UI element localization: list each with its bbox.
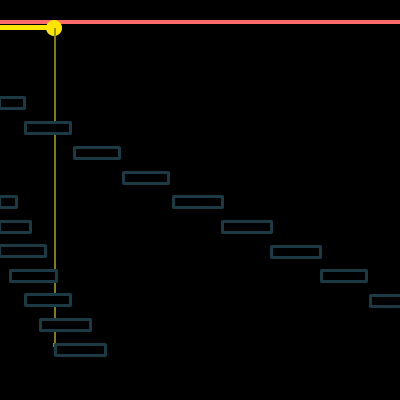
platform-12 [0, 244, 47, 258]
platform-5 [172, 195, 224, 209]
platform-4 [122, 171, 170, 185]
rope-line [54, 28, 56, 344]
platform-14 [24, 293, 72, 307]
progress-track [0, 20, 400, 24]
platform-10 [0, 195, 18, 209]
platform-6 [221, 220, 273, 234]
platform-8 [320, 269, 368, 283]
platform-15 [39, 318, 92, 332]
platform-16 [54, 343, 107, 357]
player-trail [0, 25, 54, 30]
platform-2 [24, 121, 72, 135]
platform-3 [73, 146, 121, 160]
platform-1 [0, 96, 26, 110]
platform-7 [270, 245, 322, 259]
platform-11 [0, 220, 32, 234]
platform-9 [369, 294, 400, 308]
platform-13 [9, 269, 58, 283]
